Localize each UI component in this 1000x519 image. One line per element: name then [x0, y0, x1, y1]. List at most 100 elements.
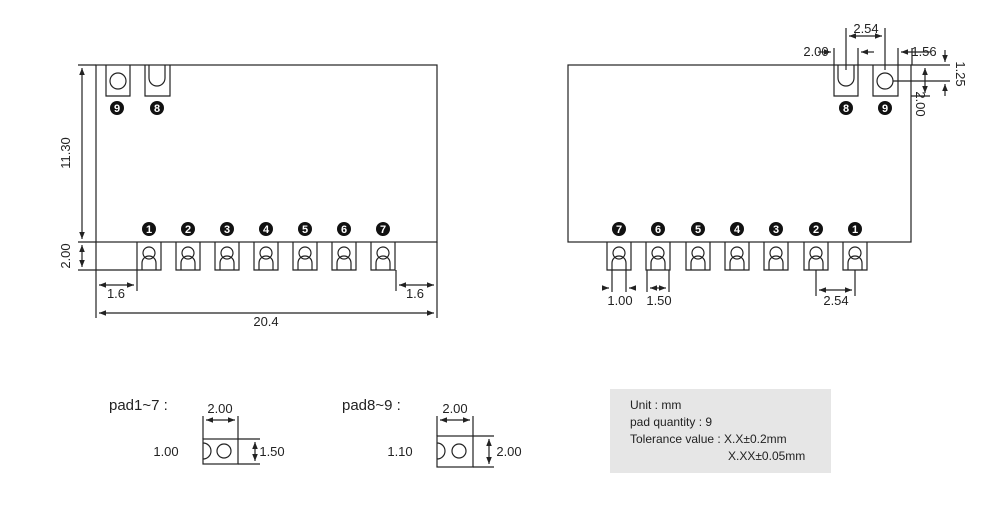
tolerance-text-2: X.XX±0.05mm — [728, 449, 806, 463]
left-module-outline — [95, 64, 438, 243]
pin-label-3: 3 — [224, 224, 230, 236]
pad-5: 5 — [685, 222, 711, 271]
pin-badge-1 — [142, 222, 156, 236]
pad-3-hole — [769, 246, 783, 260]
pin-label-3: 3 — [773, 224, 779, 236]
pin-label-4: 4 — [263, 224, 270, 236]
dim-pad-height: 2.00 — [58, 243, 73, 268]
pin-label-9: 9 — [882, 103, 888, 115]
pad-2-hole — [809, 246, 823, 260]
pad-1-hole — [848, 246, 862, 260]
pad-7: 7 — [606, 222, 632, 271]
pad-1-slot — [141, 255, 157, 270]
pad-6: 6 — [331, 222, 357, 271]
pad-6-slot — [650, 255, 666, 270]
pin-label-2: 2 — [813, 224, 819, 236]
pad-3: 3 — [763, 222, 789, 271]
pad-5-slot — [690, 255, 706, 270]
pin-label-1: 1 — [146, 224, 152, 236]
pad-1-slot — [847, 255, 863, 270]
pad-8-slot — [148, 65, 166, 87]
pin-label-6: 6 — [655, 224, 661, 236]
pad-4-slot — [729, 255, 745, 270]
left-view: 1 2 3 4 5 6 7 — [78, 64, 438, 318]
left-top-pin-labels: 9 8 — [110, 101, 164, 115]
dim-right-offset: 1.6 — [406, 286, 424, 301]
pin-label-9: 9 — [114, 103, 120, 115]
pad1-7-height: 1.50 — [259, 444, 284, 459]
pin-label-8: 8 — [843, 103, 849, 115]
tolerance-text: Tolerance value : X.X±0.2mm — [630, 432, 787, 446]
pad-8 — [144, 65, 171, 97]
pad-6-hole — [337, 246, 351, 260]
pin-badge-2 — [809, 222, 823, 236]
pad-6-slot — [336, 255, 352, 270]
pad-2-slot — [808, 255, 824, 270]
pad-7: 7 — [370, 222, 396, 271]
right-top-pads — [833, 65, 899, 97]
right-module-outline — [567, 64, 912, 243]
pad-6-outline — [645, 242, 671, 271]
dim-left-offset: 1.6 — [107, 286, 125, 301]
pin-label-2: 2 — [185, 224, 191, 236]
pin-label-5: 5 — [695, 224, 701, 236]
pad-5-hole — [298, 246, 312, 260]
pad1-7-width: 2.00 — [207, 401, 232, 416]
pad-4-outline — [253, 242, 279, 271]
pad-4: 4 — [253, 222, 279, 271]
right-view: 7 6 5 4 3 2 1 — [567, 28, 950, 296]
pad-8-slot — [837, 65, 855, 87]
pad-7-slot — [375, 255, 391, 270]
pad-9 — [105, 65, 131, 97]
pad-2-slot — [180, 255, 196, 270]
spec-info-box: Unit : mm pad quantity : 9 Tolerance val… — [610, 389, 831, 473]
pad8-9-label: pad8~9 : — [342, 397, 401, 414]
pad-1: 1 — [136, 222, 162, 271]
right-top-pin-labels: 8 9 — [839, 101, 892, 115]
dim-pitch-bottom: 2.54 — [823, 293, 848, 308]
pin-label-6: 6 — [341, 224, 347, 236]
unit-text: Unit : mm — [630, 398, 682, 412]
pad-1-outline — [136, 242, 162, 271]
pad-3-outline — [763, 242, 789, 271]
left-dimensions: 11.30 2.00 1.6 1.6 20.4 — [58, 137, 424, 329]
pad-2-hole — [181, 246, 195, 260]
pad-1: 1 — [842, 222, 868, 271]
pad-1-hole — [142, 246, 156, 260]
left-bottom-pads: 1 2 3 4 5 6 7 — [136, 222, 396, 271]
pad-7-slot — [611, 255, 627, 270]
pad-5-slot — [297, 255, 313, 270]
pin-label-5: 5 — [302, 224, 308, 236]
pin-badge-5 — [298, 222, 312, 236]
pin-badge-2 — [181, 222, 195, 236]
pin-badge-7 — [376, 222, 390, 236]
pin-badge-6 — [651, 222, 665, 236]
pin-label-8: 8 — [154, 103, 160, 115]
pad-4-slot — [258, 255, 274, 270]
dim-hole-dia: 1.00 — [607, 293, 632, 308]
pad8-9-detail: pad8~9 : 2.00 1.10 2.00 — [342, 397, 522, 468]
pad1-7-label: pad1~7 : — [109, 397, 168, 414]
dim-edge-offset: 1.56 — [911, 44, 936, 59]
pad8-9-hole: 1.10 — [387, 444, 412, 459]
pad-4-hole — [730, 246, 744, 260]
dim-height: 11.30 — [58, 137, 73, 169]
pin-label-4: 4 — [734, 224, 741, 236]
pin-badge-3 — [220, 222, 234, 236]
pin-badge-6 — [337, 222, 351, 236]
pad-5: 5 — [292, 222, 318, 271]
pin-label-1: 1 — [852, 224, 858, 236]
left-top-pads — [105, 65, 171, 97]
right-bottom-pads: 7 6 5 4 3 2 1 — [606, 222, 868, 271]
pad-4: 4 — [724, 222, 750, 271]
pad-2: 2 — [803, 222, 829, 271]
pin-label-7: 7 — [616, 224, 622, 236]
right-dimensions: 2.54 2.00 1.56 1.25 2.00 1.00 1.50 2.54 — [607, 21, 968, 308]
pad8-9-height: 2.00 — [496, 444, 521, 459]
pad-6: 6 — [645, 222, 671, 271]
pad8-9-width: 2.00 — [442, 401, 467, 416]
pad-7-outline — [606, 242, 632, 271]
pad-7-hole — [376, 246, 390, 260]
dim-pitch-top: 2.54 — [853, 21, 878, 36]
